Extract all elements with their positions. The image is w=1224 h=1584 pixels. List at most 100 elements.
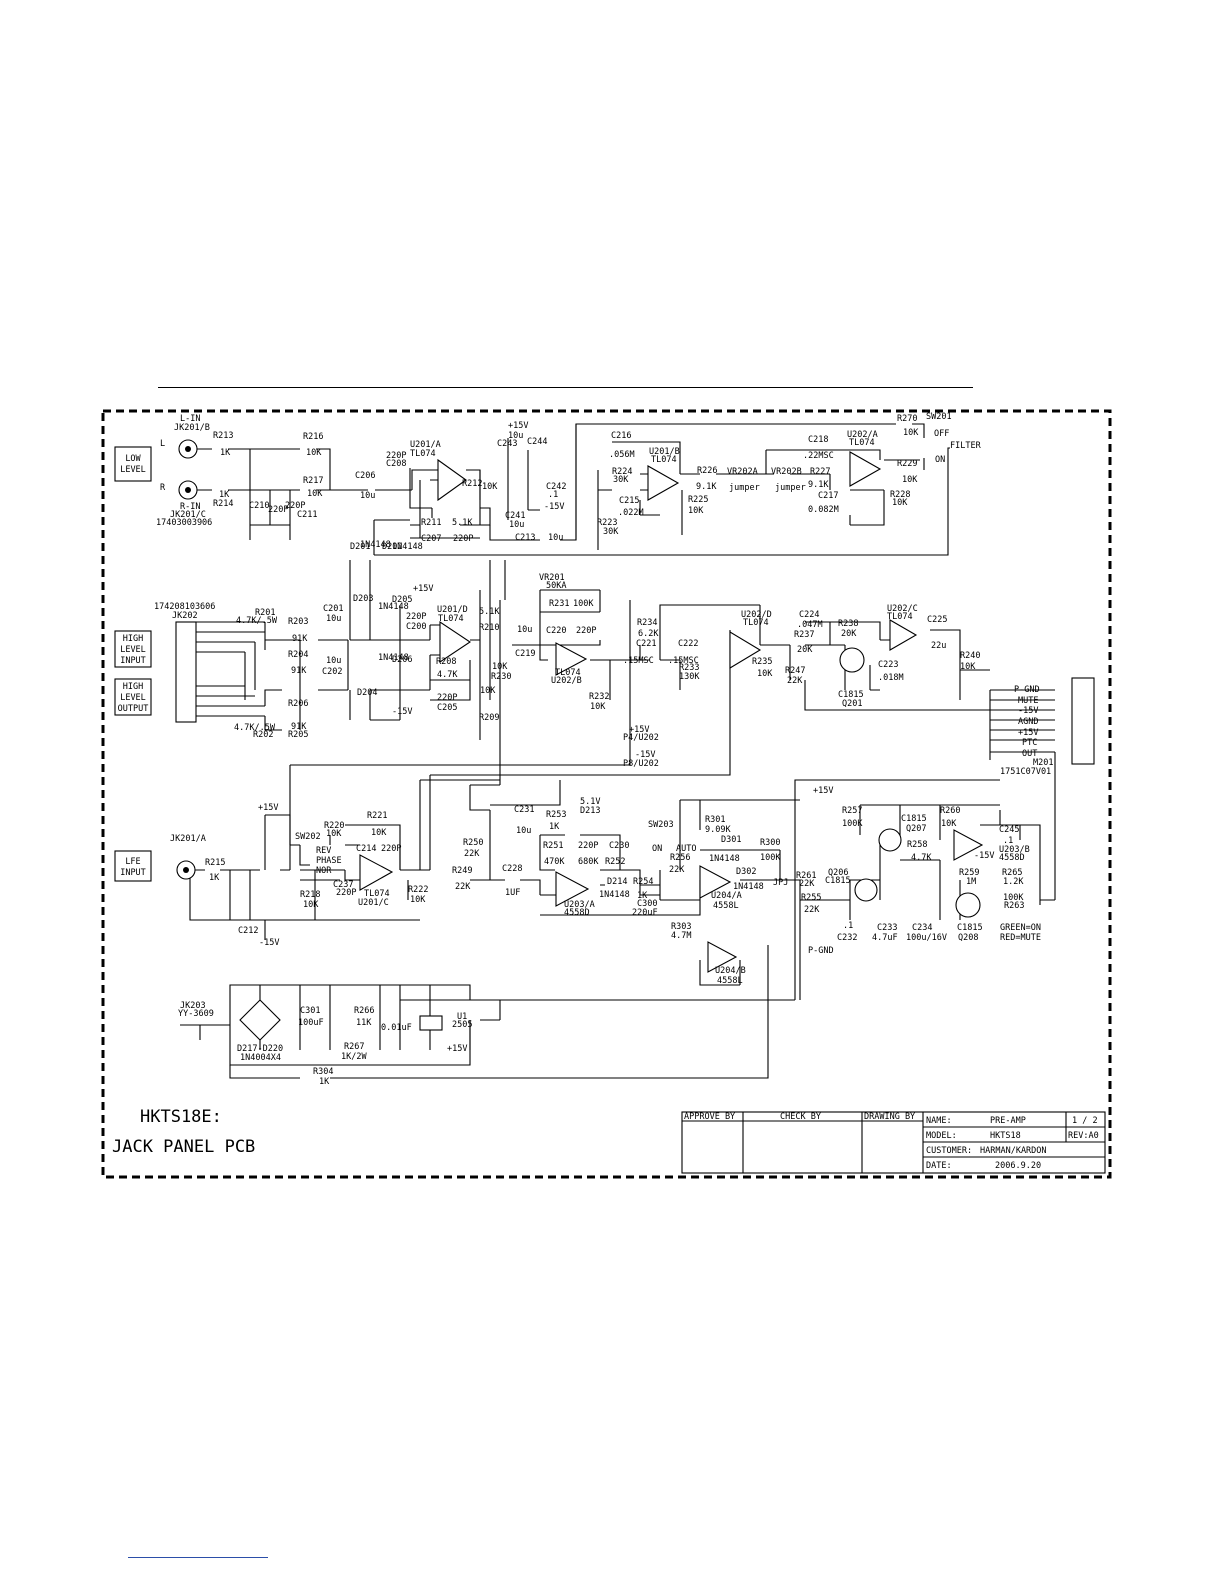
component-label: 4.7uF	[872, 933, 898, 943]
component-label: 20K	[841, 629, 857, 639]
component-label: 1N4148	[599, 890, 630, 900]
component-label: R257	[842, 806, 862, 816]
component-label: R-IN	[180, 502, 200, 512]
component-label: 10K	[410, 895, 426, 905]
component-label: R263	[1004, 901, 1024, 911]
connector-m201	[1071, 677, 1095, 765]
component-label: U202/D	[741, 610, 772, 620]
component-label: 0.082M	[808, 505, 839, 515]
check-by-label: CHECK BY	[780, 1112, 821, 1122]
component-label: 17403003906	[156, 518, 212, 528]
component-label: R233	[679, 663, 699, 673]
component-label: 10u	[326, 656, 341, 666]
component-label: 100K	[573, 599, 594, 609]
component-label: R214	[213, 499, 233, 509]
transistor-q206	[854, 878, 878, 902]
optocoupler-u1	[419, 1015, 443, 1031]
wires	[180, 423, 1056, 1079]
component-label: R254	[633, 877, 653, 887]
component-label: R251	[543, 841, 563, 851]
component-label: JK201/B	[174, 423, 210, 433]
component-label: .047M	[797, 620, 823, 630]
component-label: 20K	[797, 645, 813, 655]
component-label: 1N4148	[709, 854, 740, 864]
component-label: R267	[344, 1042, 364, 1052]
component-label: R230	[491, 672, 511, 682]
component-label: ON	[652, 844, 662, 854]
component-label: R265	[1002, 868, 1022, 878]
component-label: SW203	[648, 820, 674, 830]
component-label: TL074	[364, 889, 390, 899]
component-label: 22u	[931, 641, 946, 651]
component-label: 174208103606	[154, 602, 215, 612]
component-label: C223	[878, 660, 898, 670]
component-label: 10u	[548, 533, 563, 543]
component-label: 10u	[508, 431, 523, 441]
component-label: Q206	[828, 868, 848, 878]
component-label: -15V	[392, 707, 412, 717]
component-label: 22K	[669, 865, 685, 875]
component-label: PHASE	[316, 856, 342, 866]
component-label: C216	[611, 431, 631, 441]
component-label: JPJ	[773, 878, 788, 888]
component-label: JK203	[180, 1001, 206, 1011]
component-label: L	[160, 439, 165, 449]
sheet-number: 1 / 2	[1072, 1116, 1098, 1126]
component-label: 4.7M	[671, 931, 691, 941]
component-label: C206	[355, 471, 375, 481]
component-label: C224	[799, 610, 819, 620]
lfe-input-box	[114, 850, 152, 882]
component-label: D201	[350, 542, 370, 552]
component-label: 10K	[326, 829, 342, 839]
component-label: 10K	[371, 828, 387, 838]
component-label: C210	[249, 501, 269, 511]
bridge-rectifier	[239, 999, 281, 1041]
component-label: R260	[940, 806, 960, 816]
opamp-u201c	[359, 854, 394, 891]
component-label: 10K	[492, 662, 508, 672]
component-label: 220P	[381, 844, 401, 854]
component-label: .1	[1003, 836, 1013, 846]
high-level-input-label-2: LEVEL	[120, 645, 146, 655]
pin-mute: MUTE	[1018, 696, 1038, 706]
component-label: 22K	[799, 879, 815, 889]
component-label: R222	[408, 885, 428, 895]
footer-link-underline[interactable]	[128, 1557, 268, 1558]
component-label: R301	[705, 815, 725, 825]
date-label: DATE:	[926, 1161, 952, 1171]
component-label: 4558D	[999, 853, 1025, 863]
component-label: P8/U202	[623, 759, 659, 769]
component-label: D202	[382, 542, 402, 552]
component-label: 1N4148	[360, 540, 391, 550]
opamp-u203a	[555, 871, 590, 907]
component-label: 10u	[517, 625, 532, 635]
component-label: .056M	[609, 450, 635, 460]
component-label: U201/A	[410, 440, 441, 450]
component-label: C241	[505, 511, 525, 521]
component-label: ON	[935, 455, 945, 465]
component-label: C230	[609, 841, 629, 851]
component-label: C217	[818, 491, 838, 501]
component-label: 10K	[688, 506, 704, 516]
component-label: 10K	[307, 489, 323, 499]
component-label: +15V	[413, 584, 433, 594]
component-label: 4.7K/.5W	[234, 723, 276, 733]
component-label: D217-D220	[237, 1044, 283, 1054]
component-label: R303	[671, 922, 691, 932]
component-label: R211	[421, 518, 441, 528]
component-label: 1N4148	[378, 653, 409, 663]
component-label: C1815	[957, 923, 983, 933]
component-label: -15V	[974, 851, 994, 861]
component-label: -15V	[259, 938, 279, 948]
title-block: APPROVE BY CHECK BY DRAWING BY NAME: PRE…	[681, 1111, 1106, 1174]
component-label: jumper	[729, 483, 760, 493]
transistor-q208	[955, 892, 981, 918]
component-label: 220P	[336, 888, 356, 898]
component-label: C1815	[825, 876, 851, 886]
component-label: 1K	[209, 873, 220, 883]
component-label: 10K	[941, 819, 957, 829]
component-label: -15V	[544, 502, 564, 512]
component-label: C244	[527, 437, 547, 447]
component-label: AUTO	[676, 844, 696, 854]
component-label: Q208	[958, 933, 978, 943]
